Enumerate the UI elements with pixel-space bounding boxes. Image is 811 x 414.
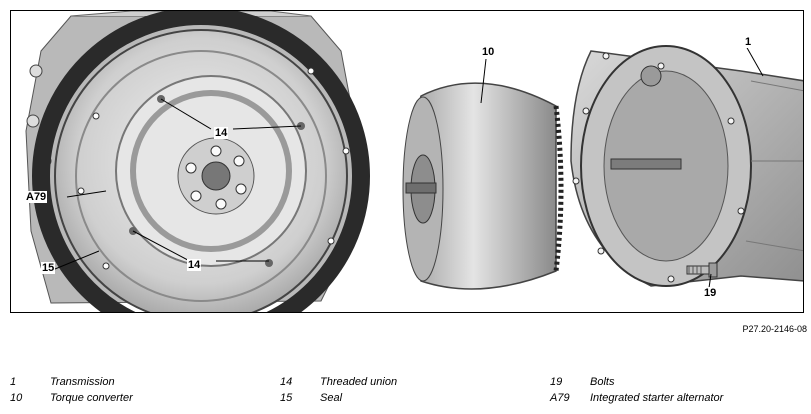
legend-num: 19	[550, 376, 563, 388]
transmission-housing	[570, 45, 803, 287]
legend-num: 10	[10, 392, 23, 404]
callout-a79: A79	[25, 191, 48, 203]
legend-text: Integrated starter alternator	[590, 392, 724, 404]
callout-14-lower: 14	[187, 259, 202, 271]
legend-row-2: 10 Torque converter 15 Seal A79 Integrat…	[0, 392, 811, 406]
legend-row-1: 1 Transmission 14 Threaded union 19 Bolt…	[0, 376, 811, 390]
legend-num: 14	[280, 376, 293, 388]
callout-14-upper: 14	[214, 127, 229, 139]
callout-19: 19	[703, 287, 718, 299]
technical-illustration: 1 10 14 14 19 A79 15	[10, 10, 804, 313]
legend-text: Seal	[320, 392, 343, 404]
torque-converter	[402, 82, 564, 290]
seal-ring	[32, 11, 370, 312]
callout-1: 1	[744, 36, 753, 48]
callout-10: 10	[481, 46, 496, 58]
legend-text: Torque converter	[50, 392, 133, 404]
legend-text: Threaded union	[320, 376, 398, 388]
bolt	[686, 262, 718, 278]
legend-num: A79	[550, 392, 570, 404]
legend-num: 15	[280, 392, 293, 404]
starter-alternator-disc	[54, 29, 350, 312]
legend-text: Bolts	[590, 376, 615, 388]
callout-15: 15	[41, 262, 56, 274]
legend-text: Transmission	[50, 376, 115, 388]
figure-code: P27.20-2146-08	[742, 324, 807, 334]
assembly-drawing	[25, 11, 803, 312]
legend-num: 1	[10, 376, 17, 388]
